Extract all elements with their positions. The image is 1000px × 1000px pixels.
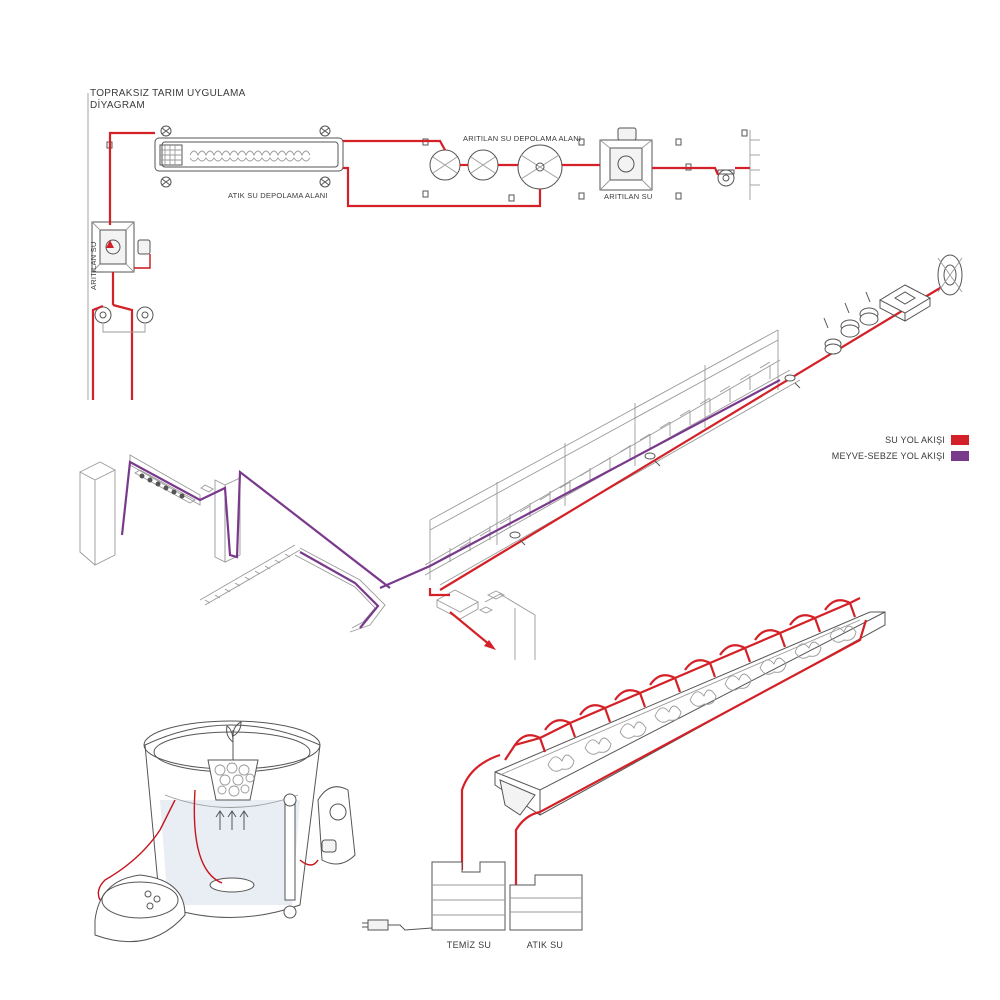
legend: SU YOL AKIŞI MEYVE-SEBZE YOL AKIŞI (832, 435, 969, 461)
packing-station (79, 454, 386, 633)
air-tube (193, 789, 223, 884)
water-pipe-plan (91, 131, 750, 400)
pump-icon (94, 306, 154, 324)
label-waste-storage: ATIK SU DEPOLAMA ALANI (228, 191, 328, 200)
arrow-icon (106, 240, 114, 248)
pump-icon (823, 291, 879, 355)
nft-system: TEMİZ SU ATIK SU (362, 597, 886, 950)
title-line-1: TOPRAKSIZ TARIM UYGULAMA (90, 88, 246, 99)
legend-swatch-water (951, 435, 969, 445)
legend-label-water: SU YOL AKIŞI (885, 435, 945, 445)
wall-column (749, 130, 760, 200)
water-flow-rack (439, 284, 946, 591)
produce-flow-rack (379, 379, 781, 590)
arrow-icon (215, 810, 249, 830)
label-waste-water: ATIK SU (527, 940, 563, 950)
produce-flow-packing (120, 460, 391, 589)
filter-tank-icon (599, 127, 653, 191)
valve-icon (509, 374, 801, 546)
power-plug-icon (362, 919, 433, 931)
waste-storage-outer (154, 137, 344, 172)
level-gauge (283, 786, 356, 919)
legend-item-water: SU YOL AKIŞI (885, 435, 969, 445)
title-line-2: DİYAGRAM (90, 98, 145, 111)
bucket-system (94, 720, 356, 943)
legend-swatch-produce (951, 451, 969, 461)
legend-item-produce: MEYVE-SEBZE YOL AKIŞI (832, 451, 969, 461)
drip-lines (504, 597, 861, 761)
label-treated-water: ARITILAN SU (604, 192, 652, 201)
growing-rack (424, 329, 801, 586)
produce-flow-conveyor (299, 551, 380, 629)
conveyor-roller-icon (139, 473, 185, 499)
waste-water-tank (509, 874, 583, 931)
plant-icon (226, 721, 242, 760)
plant-row-icon (189, 150, 311, 162)
label-treated-water-vertical: ARITILAN SU (89, 242, 98, 290)
diagram-title: TOPRAKSIZ TARIM UYGULAMA DİYAGRAM (87, 88, 246, 400)
air-stone-icon (209, 877, 255, 893)
supply-pipe (460, 753, 501, 870)
clay-pebbles-icon (214, 762, 255, 797)
return-pipe (514, 619, 868, 885)
label-treated-storage: ARITILAN SU DEPOLAMA ALANI (463, 134, 581, 143)
legend-label-produce: MEYVE-SEBZE YOL AKIŞI (832, 451, 945, 461)
fan-icon (160, 125, 331, 188)
fan-icon (937, 254, 963, 296)
pump-icon (94, 874, 186, 943)
isometric-line (79, 254, 963, 660)
treatment-vessels (429, 144, 563, 190)
plant-icon (547, 625, 857, 772)
label-clean-water: TEMİZ SU (447, 940, 491, 950)
pump-icon (717, 169, 735, 187)
water-flow-outlet (428, 588, 491, 646)
arrow-icon (484, 640, 496, 650)
plan-view: ATIK SU DEPOLAMA ALANI ARITILAN SU DEPOL… (89, 125, 760, 400)
filter-tank-icon (91, 221, 151, 273)
clean-water-tank (431, 861, 506, 931)
filter-tank-icon (878, 284, 932, 322)
control-box (436, 589, 536, 660)
